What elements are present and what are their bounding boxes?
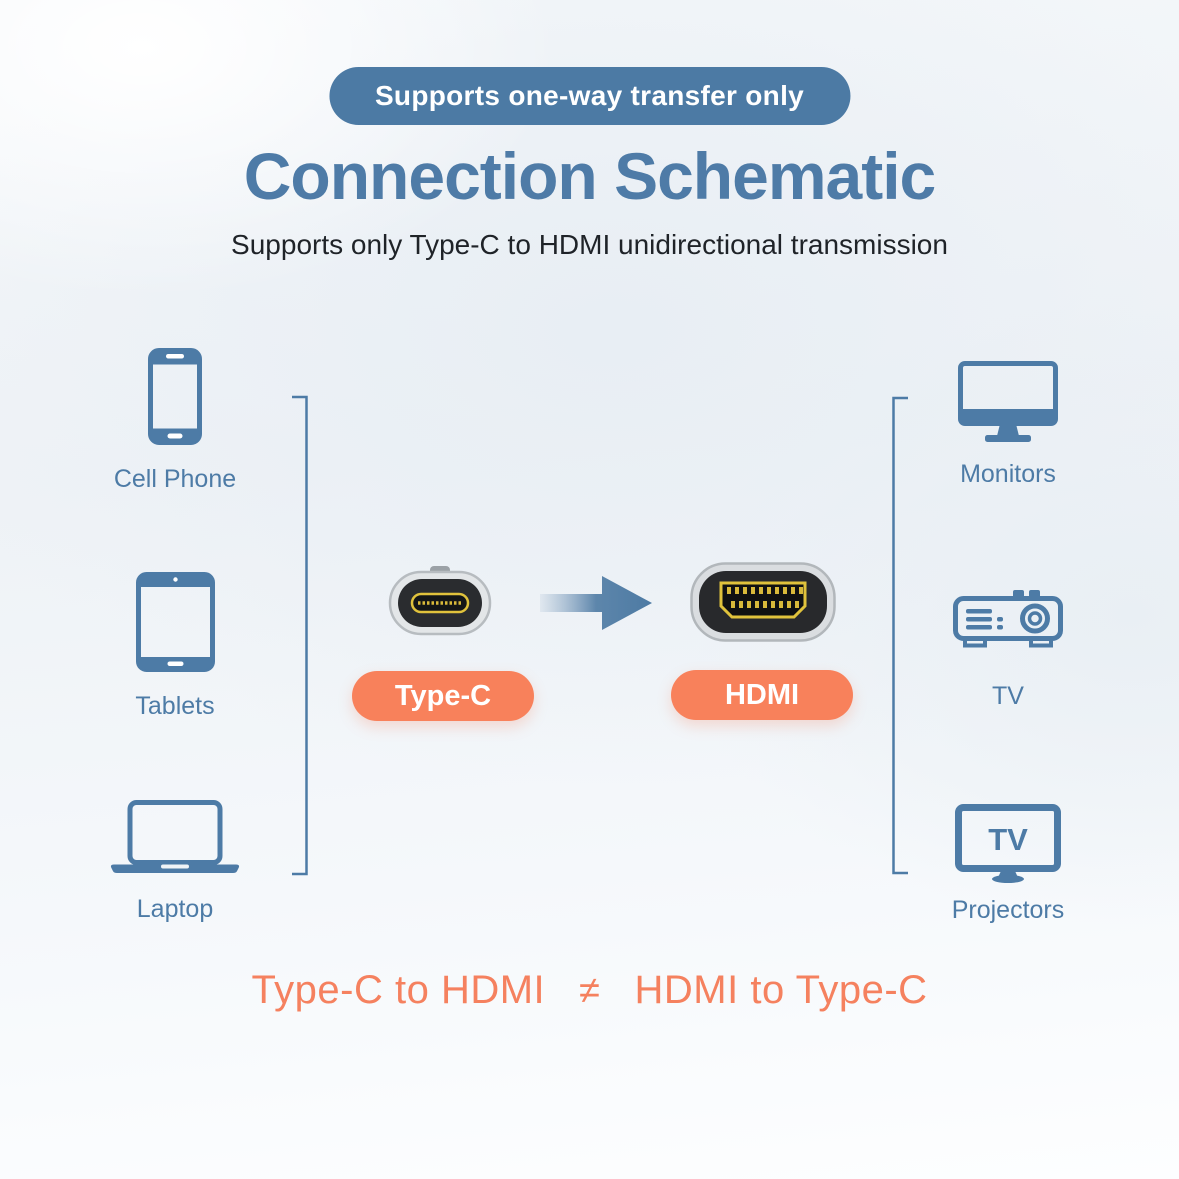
cell-phone-icon	[148, 348, 202, 445]
laptop-icon	[110, 800, 240, 873]
tv-screen-text: TV	[988, 822, 1028, 857]
hdmi-connector-image	[690, 562, 836, 642]
page-subtitle: Supports only Type-C to HDMI unidirectio…	[231, 229, 948, 260]
target-label: Projectors	[951, 896, 1065, 924]
tv-icon: TV	[955, 804, 1061, 883]
target-label: TV	[992, 682, 1024, 710]
footer-inequality: Type-C to HDMI ≠ HDMI to Type-C	[0, 968, 1179, 1013]
sources-bracket	[292, 395, 308, 876]
page-title: Connection Schematic	[243, 139, 936, 213]
source-label: Laptop	[136, 895, 214, 923]
target-item-tv: TV	[888, 590, 1128, 711]
hdmi-pill-label: HDMI	[671, 670, 853, 720]
targets-bracket	[892, 396, 908, 875]
source-label: Cell Phone	[113, 465, 237, 493]
not-equal-symbol: ≠	[579, 970, 601, 1012]
footer-right-text: HDMI to Type-C	[634, 968, 928, 1012]
type-c-connector-image	[388, 566, 492, 636]
target-label: Monitors	[960, 460, 1056, 488]
target-item-projectors: TV Projectors	[888, 804, 1128, 925]
source-item-cell-phone: Cell Phone	[55, 348, 295, 494]
source-label: Tablets	[135, 692, 215, 720]
transfer-arrow-icon	[540, 576, 652, 630]
footer-left-text: Type-C to HDMI	[251, 968, 546, 1012]
type-c-pill-label: Type-C	[352, 671, 534, 721]
tablet-icon	[135, 572, 215, 672]
target-item-monitors: Monitors	[888, 361, 1128, 489]
one-way-badge: Supports one-way transfer only	[328, 67, 851, 125]
source-item-tablets: Tablets	[55, 572, 295, 721]
monitor-icon	[958, 361, 1058, 442]
source-item-laptop: Laptop	[55, 800, 295, 924]
projector-icon	[953, 590, 1063, 648]
